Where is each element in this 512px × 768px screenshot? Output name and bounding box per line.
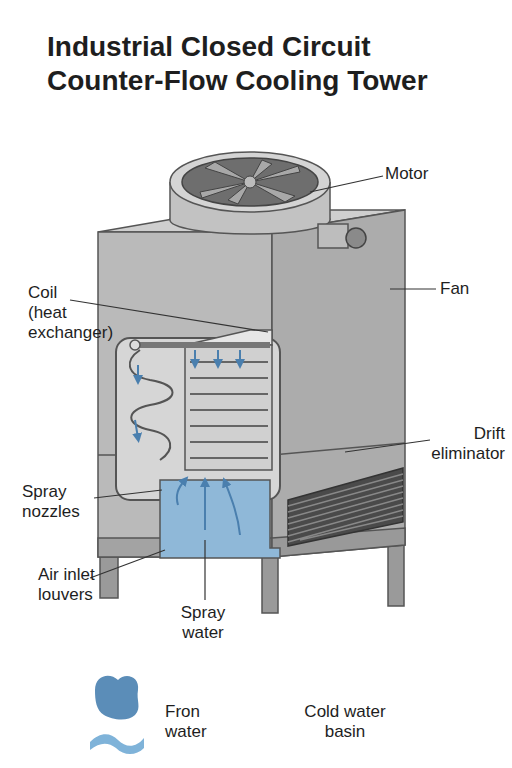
fan-opening: [182, 158, 318, 206]
part-label: Air inlet louvers: [38, 565, 113, 605]
leader-line: [90, 550, 165, 578]
flow-arrow: [194, 350, 196, 364]
tower-side-face: [272, 210, 405, 557]
pipe-end: [130, 340, 140, 350]
tower-leg: [262, 555, 278, 613]
section-seam: [272, 443, 405, 455]
motor-box: [318, 224, 348, 248]
part-label: Fan: [440, 279, 500, 299]
diagram-title: Industrial Closed Circuit Counter-Flow C…: [47, 30, 487, 98]
coil-slats: [190, 362, 268, 458]
flow-arrow: [239, 350, 241, 364]
leader-line: [345, 440, 430, 452]
flow-arrow: [204, 482, 206, 530]
flow-arrow: [225, 482, 240, 535]
leader-line: [94, 490, 162, 498]
part-label: Coil (heat exchanger): [28, 283, 100, 343]
coil-serpentine: [130, 350, 173, 460]
fan-ring: [170, 152, 330, 212]
part-label: Spray nozzles: [22, 482, 92, 522]
part-label: Cold water basin: [285, 702, 405, 742]
part-label: Drift eliminator: [420, 424, 505, 464]
motor-knob: [346, 228, 366, 248]
fan-hub: [244, 176, 256, 188]
leader-line: [204, 540, 205, 600]
leader-line: [390, 288, 436, 289]
water-wave-icon: [90, 734, 144, 754]
flow-arrow: [177, 480, 185, 505]
part-label: Fron water: [165, 702, 217, 742]
fron-water-icon: [95, 676, 139, 720]
coil-header-pipe: [135, 342, 270, 348]
coil-cutaway: [116, 338, 280, 500]
tower-leg: [388, 540, 404, 606]
flow-arrow: [137, 365, 139, 380]
part-label: Motor: [385, 164, 475, 184]
part-label: Spray water: [172, 603, 234, 643]
spray-water-region: [160, 480, 280, 558]
fan-blades: [200, 160, 300, 204]
louver-slats: [288, 474, 403, 542]
air-inlet-louvers: [288, 468, 403, 546]
flow-arrow: [217, 350, 219, 364]
flow-arrow: [135, 420, 138, 438]
leader-line: [310, 176, 383, 192]
coil-heat-exchanger: [185, 345, 272, 470]
